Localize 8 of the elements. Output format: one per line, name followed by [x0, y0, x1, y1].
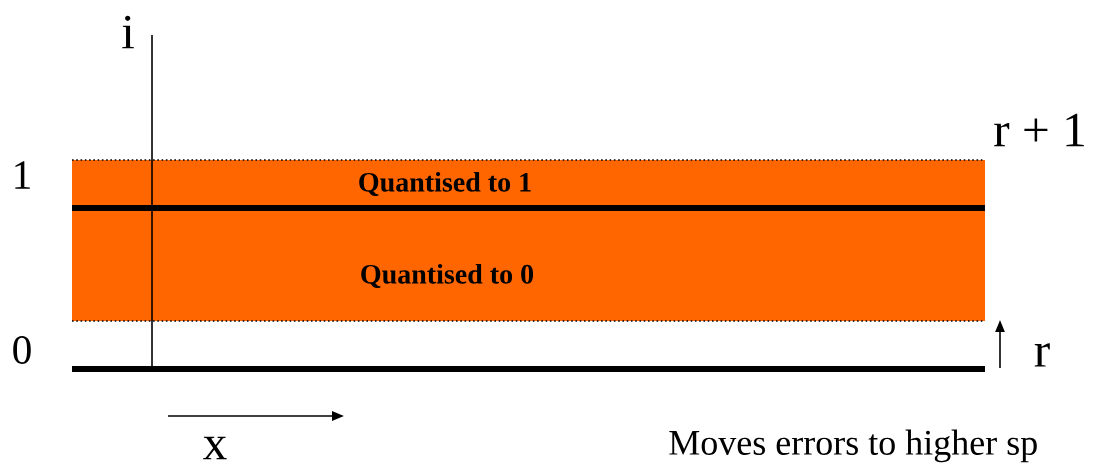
axis-label: r + 1 — [994, 113, 1084, 147]
axis-label: 1 — [15, 161, 30, 189]
axis-label: i — [122, 15, 134, 49]
axis-label: Moves errors to higher sp — [669, 429, 1037, 463]
axis-label: x — [203, 436, 227, 460]
band: Quantised to 1 — [71, 159, 986, 208]
axis-label: r — [1034, 343, 1050, 367]
axis-label: 0 — [13, 336, 31, 364]
